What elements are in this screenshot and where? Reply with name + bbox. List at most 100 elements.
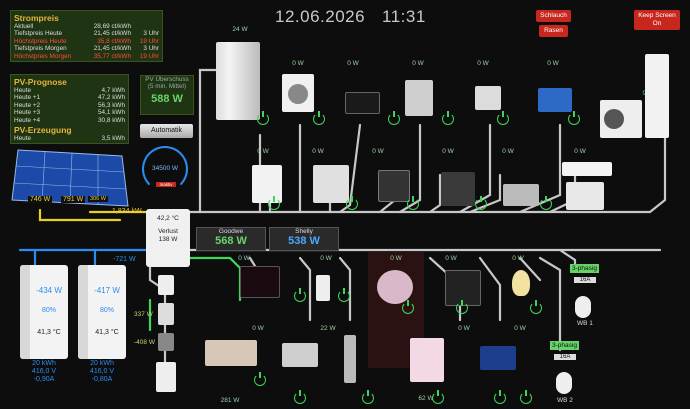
meter-2-icon [158,333,174,351]
price-label: Tiefstpreis Morgen [14,45,67,53]
tv-icon[interactable] [240,266,280,298]
pump-icon[interactable] [538,88,572,112]
ac-indoor-icon[interactable] [562,162,612,176]
automatik-button[interactable]: Automatik [140,124,193,138]
cooktop-power-icon[interactable] [388,111,400,125]
ueberschuss-sublabel: (5 min. Mittel) [147,83,187,90]
goodwe-panel: Goodwe 568 W [196,227,266,251]
inverter-temp: 42,2 °C [157,215,179,222]
price-time: 3 Uhr [143,30,159,38]
battery-2-current: -0,80A [91,376,113,383]
lamp-icon[interactable] [512,270,530,296]
oven-power-icon[interactable] [407,196,419,210]
cooktop-power: 0 W [347,60,359,67]
ring-power: 0 W [514,325,526,332]
station-power: 62 W [418,395,434,402]
meter-2-power: -408 W [134,339,155,346]
dryer-icon[interactable] [252,165,282,203]
wb1-phase-badge: 3-phasig [570,264,599,273]
meter-1-power: 337 W [134,311,153,318]
stick-vacuum-icon[interactable] [344,335,356,383]
goodwe-value: 568 W [215,235,247,247]
laptop-power-icon[interactable] [294,390,306,404]
heatpump-outdoor-icon[interactable] [600,100,642,138]
station-power-icon[interactable] [432,390,444,404]
price-time: 19 Uhr [139,52,159,60]
microwave-power-icon[interactable] [540,196,552,210]
shelly-label: Shelly [295,228,313,235]
router-power-icon[interactable] [338,288,350,302]
inverter-box: 42,2 °C Verlust 138 W [146,209,190,267]
battery-1: -434 W 80% 41,3 °C [20,265,68,359]
forecast-value: 30,8 kWh [98,116,125,124]
bed-icon[interactable] [205,340,257,366]
dishwasher-icon[interactable] [313,165,349,203]
mixer-icon[interactable] [405,80,433,116]
schlauch-button[interactable]: Schlauch [536,10,571,22]
price-value: 35,8 ct/kWh [97,37,131,45]
forecast-value: 4,7 kWh [101,87,125,94]
pv-prognose-title: PV-Prognose [14,77,67,87]
pump-power-icon[interactable] [568,111,580,125]
printer-power: 0 W [445,255,457,262]
toaster-icon[interactable] [475,86,501,110]
ring-power-icon[interactable] [520,390,532,404]
battery-1-current: -0,90A [33,376,55,383]
wallbox-dial-value: 34500 W [151,165,179,172]
washer-power-icon[interactable] [313,111,325,125]
dishwasher-power: 0 W [312,148,324,155]
fridge-power: 24 W [232,26,248,33]
price-label: Aktuell [14,23,34,30]
battery-2-power: -417 W [94,286,120,295]
wb2-amp-badge: 16A [554,354,576,360]
wallbox-dial [142,146,188,192]
coffee-machine-icon[interactable] [441,172,475,206]
solar-total-power: 1,834 kW [112,208,142,215]
battery-2-capacity: 20 kWh [90,360,114,367]
strompreis-title: Strompreis [14,13,59,23]
tv-power-icon[interactable] [294,288,306,302]
laptop-icon[interactable] [282,343,318,367]
solder-station-icon[interactable] [480,346,516,370]
shelly-panel: Shelly 538 W [269,227,339,251]
3d-printer-icon[interactable] [445,270,481,306]
price-value: 21,45 ct/kWh [93,45,131,53]
wallbox-1-icon[interactable] [575,296,591,318]
dishwasher-power-icon[interactable] [346,196,358,210]
robot-station-icon[interactable] [410,338,444,382]
stick-vac-power-icon[interactable] [362,390,374,404]
fridge-power-icon[interactable] [257,111,269,125]
fridge-icon[interactable] [216,42,260,120]
dryer-power-icon[interactable] [268,196,280,210]
coffee-power-icon[interactable] [475,196,487,210]
heatpump-tank-icon[interactable] [645,54,669,138]
router-icon[interactable] [316,275,330,301]
oven-icon[interactable] [378,170,410,202]
pv-erzeugung-title: PV-Erzeugung [14,125,72,136]
wallbox-dial-state: Inaktiv [156,182,176,187]
wb2-name: WB 2 [557,397,573,404]
tv-power: 0 W [238,255,250,262]
robot-power-icon[interactable] [402,300,414,314]
price-value: 28,69 ct/kWh [93,23,131,30]
forecast-value: 47,2 kWh [98,94,125,102]
bed-power-icon[interactable] [254,372,266,386]
rasen-button[interactable]: Rasen [539,25,568,37]
washer-icon[interactable] [282,74,314,112]
solder-power-icon[interactable] [494,390,506,404]
wallbox-2-icon[interactable] [556,372,572,394]
microwave-icon[interactable] [503,184,539,206]
ac-outdoor-icon[interactable] [566,182,604,210]
printer-power-icon[interactable] [456,300,468,314]
mixer-power-icon[interactable] [442,111,454,125]
keep-screen-on-button[interactable]: Keep Screen On [634,10,680,30]
toaster-power-icon[interactable] [497,111,509,125]
mixer-power: 0 W [412,60,424,67]
vacuum-robot-icon[interactable] [377,270,413,304]
lamp-power-icon[interactable] [530,300,542,314]
cooktop-icon[interactable] [345,92,380,114]
price-label: Tiefstpreis Heute [14,30,63,38]
